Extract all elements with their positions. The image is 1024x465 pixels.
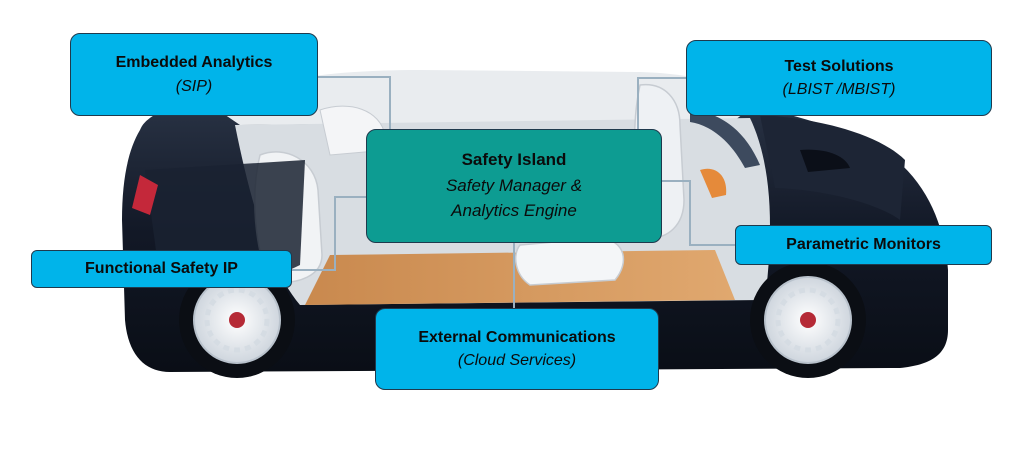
parametric-monitors-box: Parametric Monitors [735, 225, 992, 265]
connector-parametric-monitors [642, 180, 735, 246]
headlight-left [132, 175, 158, 215]
safety-island-line2: Analytics Engine [451, 201, 577, 221]
parametric-monitors-title: Parametric Monitors [786, 236, 941, 254]
embedded-analytics-sub: (SIP) [175, 77, 213, 95]
windshield [690, 110, 760, 168]
wheel-right [750, 262, 866, 378]
test-solutions-sub: (LBIST /MBIST) [782, 81, 896, 98]
functional-safety-box: Functional Safety IP [31, 250, 292, 288]
wheel-left [179, 262, 295, 378]
connector-embedded-analytics [318, 76, 391, 138]
safety-island-title: Safety Island [461, 150, 567, 170]
dash-accent [700, 168, 727, 198]
test-solutions-title: Test Solutions [784, 57, 894, 75]
safety-island-box: Safety Island Safety Manager & Analytics… [366, 129, 662, 243]
functional-safety-title: Functional Safety IP [85, 260, 238, 278]
car-floor [305, 250, 735, 305]
connector-functional-safety [292, 196, 387, 271]
external-comms-box: External Communications (Cloud Services) [375, 308, 659, 390]
safety-island-line1: Safety Manager & [445, 175, 583, 195]
front-seat-right [514, 237, 625, 286]
test-solutions-box: Test Solutions (LBIST /MBIST) [686, 40, 992, 116]
embedded-analytics-box: Embedded Analytics (SIP) [70, 33, 318, 116]
external-comms-title: External Communications [418, 328, 616, 346]
embedded-analytics-title: Embedded Analytics [115, 54, 273, 72]
hood-vent [800, 149, 850, 172]
external-comms-sub: (Cloud Services) [457, 352, 577, 369]
